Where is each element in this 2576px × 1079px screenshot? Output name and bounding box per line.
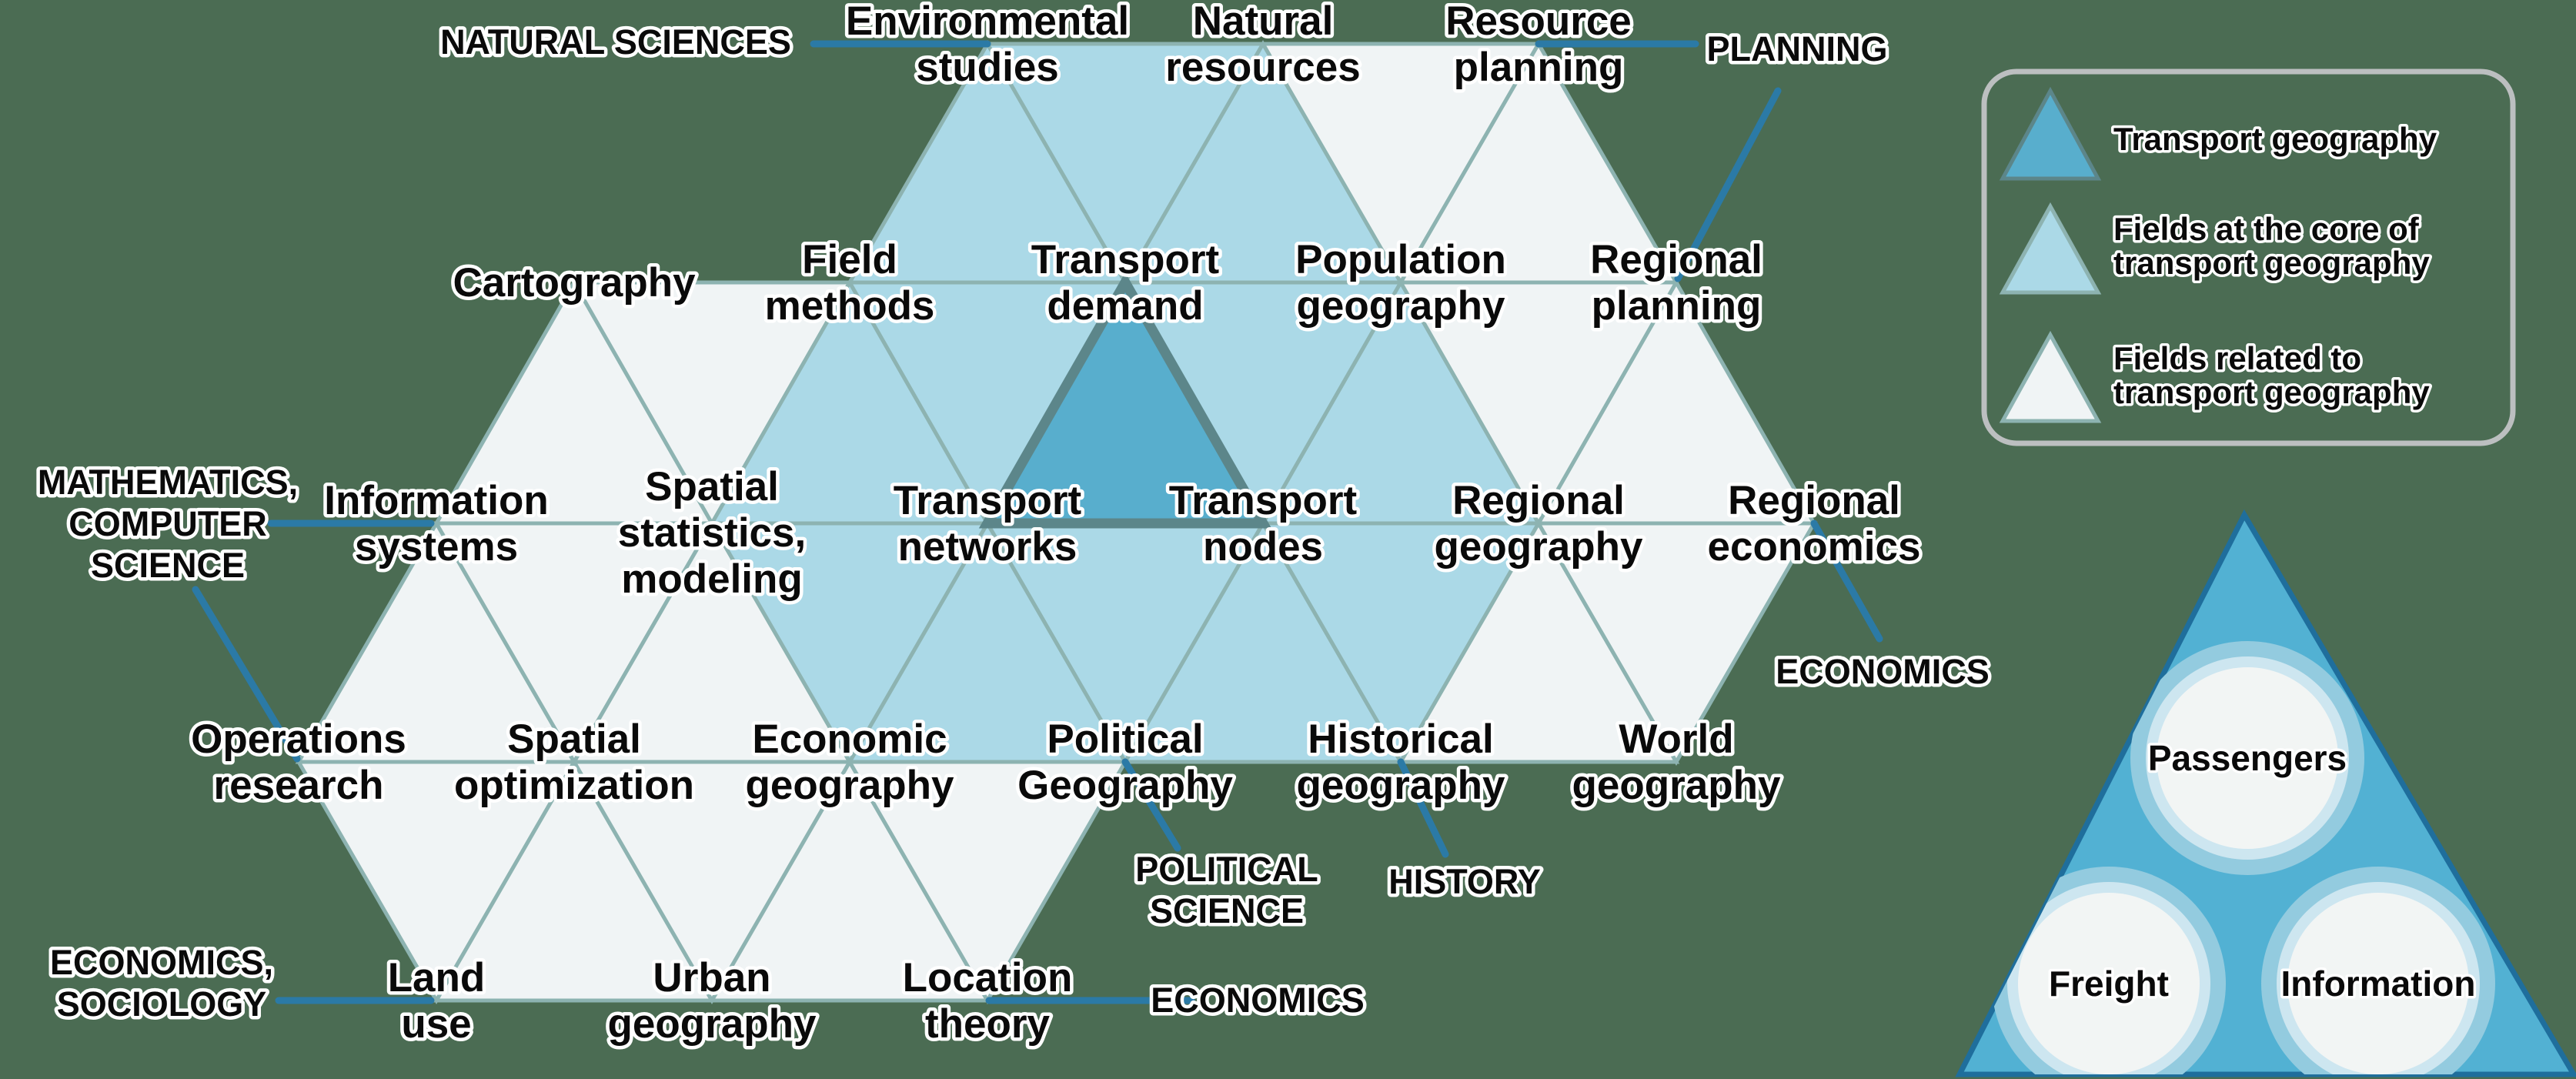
legend: Transport geography Fields at the core o…: [1981, 68, 2516, 446]
political-science-line: [1121, 758, 1181, 852]
natural-sciences-label: NATURAL SCIENCES: [440, 22, 791, 62]
mosaic-triangle-related: [1535, 521, 1818, 766]
freight-label: Freight: [2049, 964, 2169, 1004]
legend-box: [1981, 68, 2516, 446]
history-label: HISTORY: [1388, 862, 1541, 901]
economics-bottom-label: ECONOMICS: [1151, 980, 1365, 1020]
transport-geography-triangle: [978, 272, 1272, 529]
economics-sociology-label: ECONOMICS,SOCIOLOGY: [50, 943, 273, 1024]
legend-swatch-core-fields-icon: [1999, 202, 2102, 295]
callout-lines: [192, 40, 1883, 1004]
economics-right-label: ECONOMICS: [1776, 652, 1990, 691]
legend-item-related-fields-line2: transport geography: [2113, 374, 2430, 410]
information-circle: [2287, 893, 2469, 1074]
information-label: Information: [2281, 964, 2476, 1004]
planning-line-diagonal: [1674, 87, 1782, 282]
planning-label: PLANNING: [1707, 29, 1888, 68]
legend-item-transport-geography: Transport geography: [2113, 121, 2437, 157]
math-cs-line-diagonal: [192, 586, 301, 763]
legend-swatch-related-fields-icon: [1999, 330, 2102, 423]
history-line: [1397, 758, 1449, 858]
legend-item-related-fields-line1: Fields related to: [2113, 340, 2361, 376]
mosaic-triangle-related: [846, 760, 1129, 1004]
legend-swatch-transport-geography-icon: [1999, 86, 2102, 181]
passengers-circle: [2157, 667, 2338, 849]
cartography-label: Cartography: [453, 260, 696, 306]
modes-circles: [1992, 641, 2495, 1074]
fields-mosaic: [295, 40, 1818, 1004]
economics-right-line: [1810, 519, 1883, 643]
modes-triangle: Passengers Freight Information: [1955, 509, 2576, 1077]
passengers-label: Passengers: [2148, 738, 2347, 778]
legend-item-core-fields-line1: Fields at the core of: [2113, 211, 2420, 247]
freight-circle: [2018, 893, 2200, 1074]
legend-item-core-fields-line2: transport geography: [2113, 245, 2430, 281]
